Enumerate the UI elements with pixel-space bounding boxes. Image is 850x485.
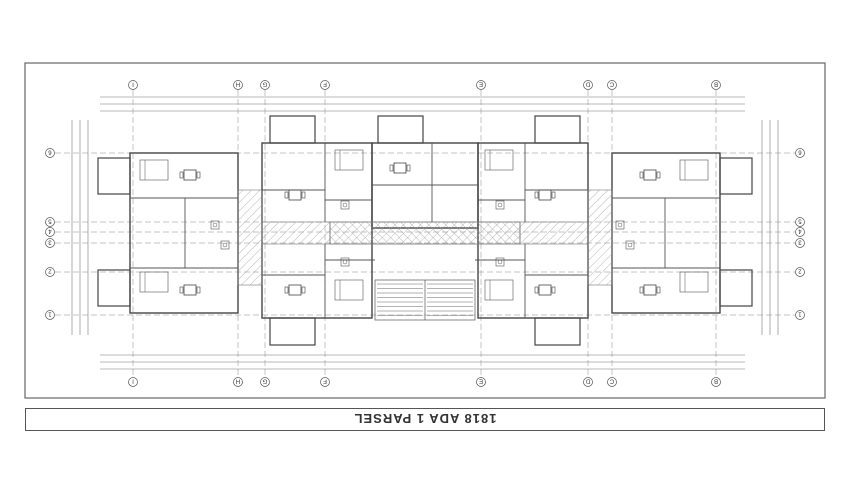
bed — [334, 149, 364, 171]
grid-bubble-d-bottom: D — [583, 377, 593, 387]
grid-bubble-i-top: I — [128, 80, 138, 90]
grid-bubble-h-bottom: H — [233, 377, 243, 387]
bed — [334, 279, 364, 301]
grid-label-h: H — [236, 81, 240, 87]
grid-label-row-6: 6 — [48, 149, 52, 155]
grid-label-row-3: 3 — [48, 239, 52, 245]
dining-table — [179, 169, 201, 181]
grid-label-row-6: 6 — [798, 149, 802, 155]
bathroom-fixture — [615, 220, 625, 230]
grid-label-d: D — [585, 81, 590, 87]
grid-label-i: I — [132, 81, 134, 87]
bathroom-fixture — [495, 200, 505, 210]
grid-label-b: B — [714, 81, 718, 87]
furniture — [139, 149, 709, 301]
grid-bubble-c-bottom: C — [607, 377, 617, 387]
grid-bubble-row-4-left: 4 — [45, 227, 55, 237]
grid-bubble-g-bottom: G — [260, 377, 270, 387]
corridor-hatching — [237, 189, 613, 286]
grid-label-g: G — [262, 378, 267, 384]
bed — [139, 271, 169, 293]
bed — [484, 149, 514, 171]
sheet-frame — [24, 62, 826, 399]
dining-table — [534, 189, 556, 201]
dining-table — [179, 284, 201, 296]
grid-bubble-e-top: E — [476, 80, 486, 90]
grid-label-g: G — [262, 81, 267, 87]
grid-label-row-5: 5 — [798, 218, 802, 224]
grid-label-b: B — [714, 378, 718, 384]
grid-label-f: F — [323, 81, 327, 87]
title-block: 1818 ADA 1 PARSEL — [25, 408, 825, 431]
grid-bubble-row-5-right: 5 — [795, 217, 805, 227]
grid-bubble-f-top: F — [320, 80, 330, 90]
grid-label-row-4: 4 — [48, 228, 52, 234]
bed — [679, 159, 709, 181]
grid-label-row-5: 5 — [48, 218, 52, 224]
grid-bubble-row-1-right: 1 — [795, 310, 805, 320]
bathroom-fixture — [220, 240, 230, 250]
grid-bubble-h-top: H — [233, 80, 243, 90]
grid-label-row-4: 4 — [798, 228, 802, 234]
grid-label-e: E — [479, 378, 483, 384]
dining-table — [534, 284, 556, 296]
grid-bubble-g-top: G — [260, 80, 270, 90]
right-dimension-lines — [761, 120, 779, 335]
top-dimension-lines — [100, 96, 745, 112]
grid-label-row-2: 2 — [48, 268, 52, 274]
grid-bubble-row-3-left: 3 — [45, 238, 55, 248]
grid-label-row-1: 1 — [48, 311, 52, 317]
bottom-dimension-lines — [100, 354, 745, 370]
grid-bubble-row-3-right: 3 — [795, 238, 805, 248]
bathroom-fixture — [210, 220, 220, 230]
balconies — [97, 115, 753, 346]
dining-table — [284, 189, 306, 201]
grid-label-f: F — [323, 378, 327, 384]
grid-label-c: C — [609, 378, 614, 384]
grid-label-row-1: 1 — [798, 311, 802, 317]
grid-label-h: H — [236, 378, 240, 384]
bathroom-fixture — [495, 257, 505, 267]
left-dimension-lines — [71, 120, 89, 335]
bed — [679, 271, 709, 293]
grid-label-row-3: 3 — [798, 239, 802, 245]
grid-bubble-f-bottom: F — [320, 377, 330, 387]
drawing-title: 1818 ADA 1 PARSEL — [353, 411, 497, 426]
grid-bubble-e-bottom: E — [476, 377, 486, 387]
grid-label-e: E — [479, 81, 483, 87]
stair-steps — [377, 283, 473, 316]
grid-bubble-c-top: C — [607, 80, 617, 90]
grid-bubble-row-6-left: 6 — [45, 148, 55, 158]
bed — [139, 159, 169, 181]
grid-label-i: I — [132, 378, 134, 384]
grid-bubble-i-bottom: I — [128, 377, 138, 387]
bathroom-fixture — [625, 240, 635, 250]
dining-table — [639, 284, 661, 296]
grid-label-d: D — [585, 378, 590, 384]
grid-bubble-row-1-left: 1 — [45, 310, 55, 320]
grid-label-row-2: 2 — [798, 268, 802, 274]
grid-bubble-row-6-right: 6 — [795, 148, 805, 158]
grid-bubble-row-4-right: 4 — [795, 227, 805, 237]
grid-bubble-b-top: B — [711, 80, 721, 90]
dining-table — [389, 162, 411, 174]
bed — [484, 279, 514, 301]
staircase — [374, 279, 476, 321]
grid-bubble-b-bottom: B — [711, 377, 721, 387]
dining-table — [284, 284, 306, 296]
grid-label-c: C — [609, 81, 614, 87]
grid-bubble-d-top: D — [583, 80, 593, 90]
grid-bubble-row-5-left: 5 — [45, 217, 55, 227]
bathroom-fixture — [340, 200, 350, 210]
bathroom-fixture — [340, 257, 350, 267]
dining-table — [639, 169, 661, 181]
grid-bubble-row-2-left: 2 — [45, 267, 55, 277]
grid-bubble-row-2-right: 2 — [795, 267, 805, 277]
